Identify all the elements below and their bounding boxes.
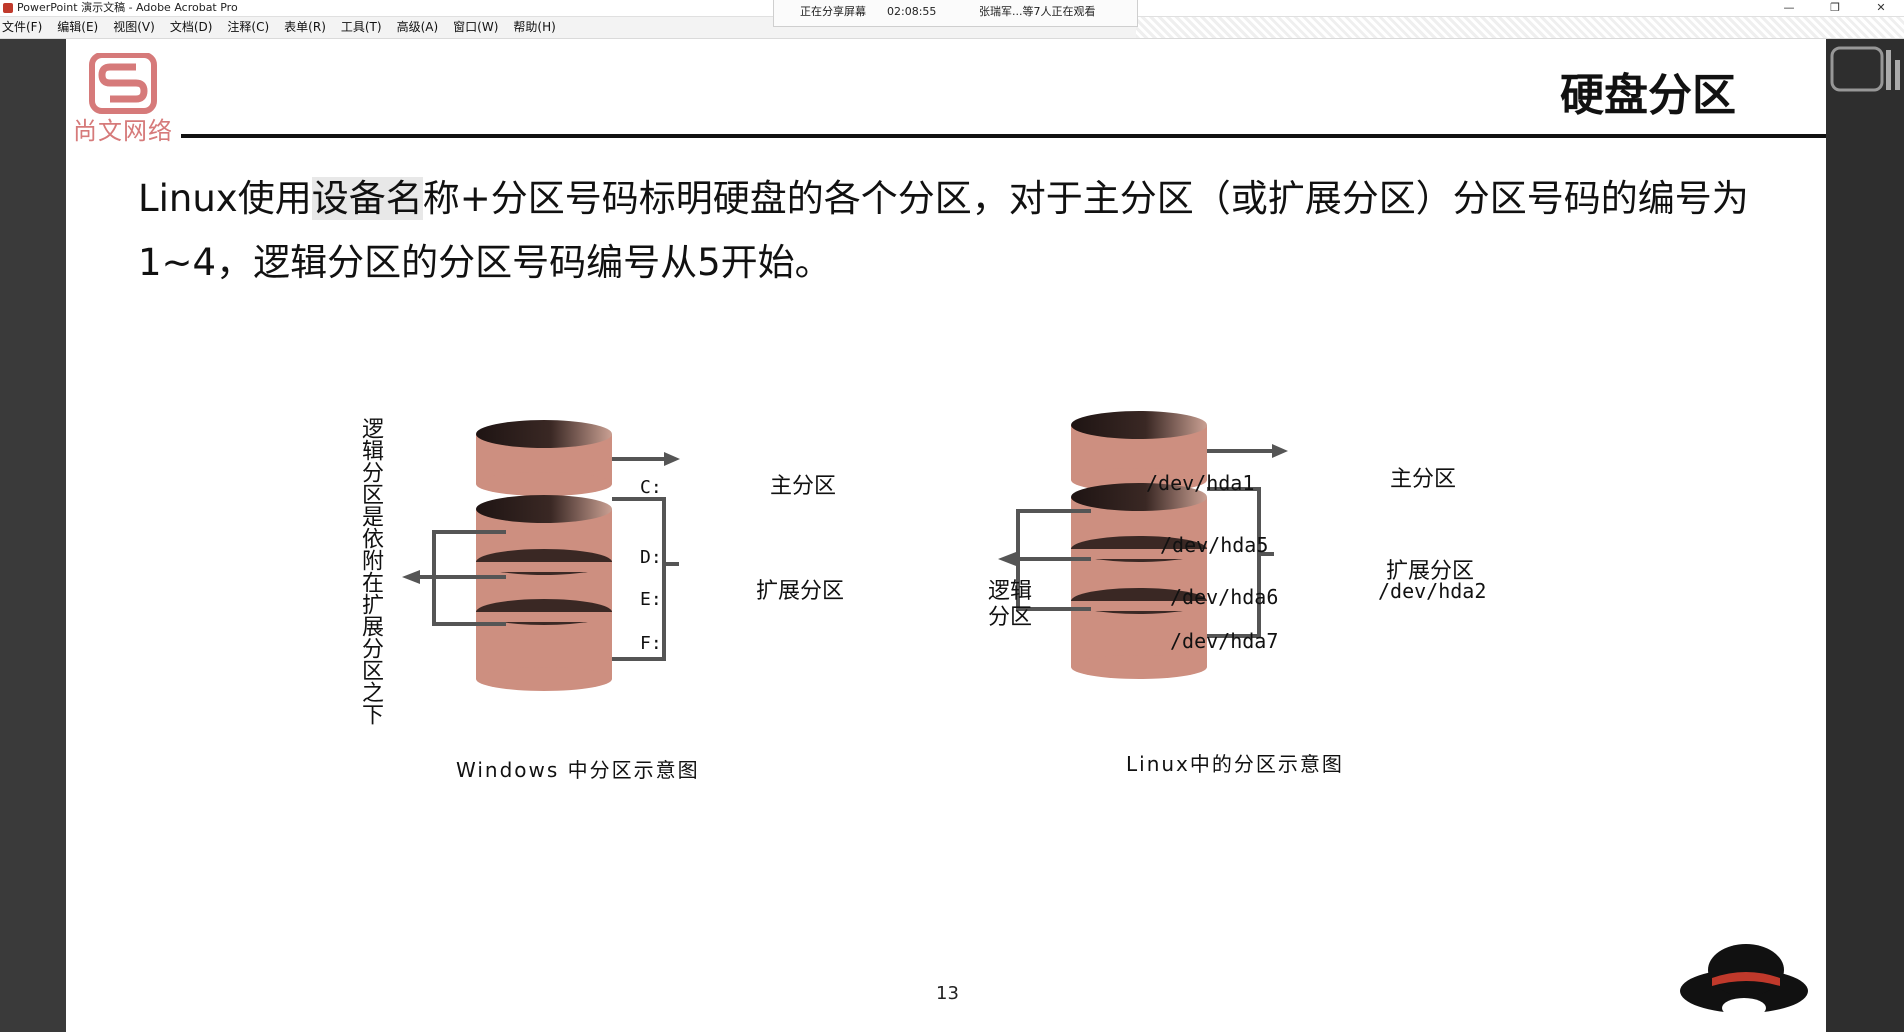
disk-label-f: F: — [640, 633, 662, 654]
disk-label-hda7: /dev/hda7 — [1170, 629, 1279, 653]
screen-share-bar: 正在分享屏幕 02:08:55 张瑞军...等7人正在观看 — [773, 0, 1138, 27]
left-margin-panel — [0, 39, 66, 1032]
disk-label-hda5: /dev/hda5 — [1160, 533, 1269, 557]
body-text-start: Linux使用 — [138, 177, 312, 220]
bilibili-watermark-icon — [1830, 46, 1900, 92]
acrobat-app-icon — [3, 3, 13, 13]
disk-c — [476, 420, 612, 496]
menu-edit[interactable]: 编辑(E) — [57, 20, 99, 34]
linux-extended-label: 扩展分区 — [1386, 559, 1475, 584]
shangwen-logo-icon — [89, 53, 157, 114]
slide-body-text: Linux使用设备名称+分区号码标明硬盘的各个分区，对于主分区（或扩展分区）分区… — [138, 167, 1826, 295]
close-button[interactable]: ✕ — [1876, 1, 1886, 14]
logo-text: 尚文网络 — [73, 117, 173, 145]
share-timer: 02:08:55 — [887, 5, 937, 18]
body-text-highlight: 设备名 — [311, 177, 423, 220]
linux-primary-label: 主分区 — [1390, 467, 1457, 492]
menu-tools[interactable]: 工具(T) — [340, 20, 382, 34]
windows-diagram-caption: Windows 中分区示意图 — [456, 758, 700, 782]
share-status: 正在分享屏幕 — [800, 5, 866, 18]
disk-label-hda6: /dev/hda6 — [1170, 585, 1279, 609]
disk-label-e: E: — [640, 589, 662, 610]
right-margin-panel — [1826, 39, 1904, 1032]
windows-extended-label: 扩展分区 — [756, 579, 845, 604]
linux-extended-device: /dev/hda2 — [1378, 579, 1487, 603]
minimize-button[interactable]: — — [1783, 1, 1795, 14]
restore-button[interactable]: ❐ — [1830, 1, 1840, 14]
slide-title: 硬盘分区 — [1560, 70, 1736, 121]
menu-help[interactable]: 帮助(H) — [513, 20, 556, 34]
window-title: PowerPoint 演示文稿 - Adobe Acrobat Pro — [17, 1, 238, 14]
redhat-logo-icon — [1680, 944, 1808, 1018]
linux-logical-label-2: 分区 — [988, 605, 1033, 630]
windows-primary-label: 主分区 — [770, 474, 837, 499]
disk-label-c: C: — [640, 477, 662, 498]
menu-file[interactable]: 文件(F) — [2, 20, 43, 34]
menu-window[interactable]: 窗口(W) — [453, 20, 499, 34]
header-rule — [181, 134, 1826, 138]
disk-label-hda1: /dev/hda1 — [1146, 471, 1255, 495]
toolbar-pattern — [1136, 17, 1904, 38]
pdf-slide-page: 尚文网络 硬盘分区 Linux使用设备名称+分区号码标明硬盘的各个分区，对于主分… — [66, 39, 1826, 1032]
menu-view[interactable]: 视图(V) — [113, 20, 155, 34]
menu-advanced[interactable]: 高级(A) — [396, 20, 439, 34]
share-viewers[interactable]: 张瑞军...等7人正在观看 — [979, 5, 1096, 18]
windows-partition-diagram — [402, 420, 680, 691]
menu-comments[interactable]: 注释(C) — [227, 20, 270, 34]
disk-stack-linux — [1071, 483, 1207, 679]
linux-diagram-caption: Linux中的分区示意图 — [1126, 752, 1344, 776]
disk-label-d: D: — [640, 547, 662, 568]
body-text-rest: 称+分区号码标明硬盘的各个分区，对于主分区（或扩展分区）分区号码的编号为1~4，… — [138, 177, 1749, 284]
window-controls: — ❐ ✕ — [1766, 0, 1904, 16]
linux-logical-label-1: 逻辑 — [988, 579, 1033, 604]
page-number: 13 — [936, 983, 959, 1004]
extended-bracket — [612, 497, 666, 661]
disk-stack — [476, 495, 612, 691]
menu-forms[interactable]: 表单(R) — [284, 20, 326, 34]
linux-partition-diagram — [998, 411, 1288, 679]
logical-partition-note: 逻辑分区是依附在扩展分区之下 — [358, 417, 383, 725]
menu-document[interactable]: 文档(D) — [169, 20, 213, 34]
